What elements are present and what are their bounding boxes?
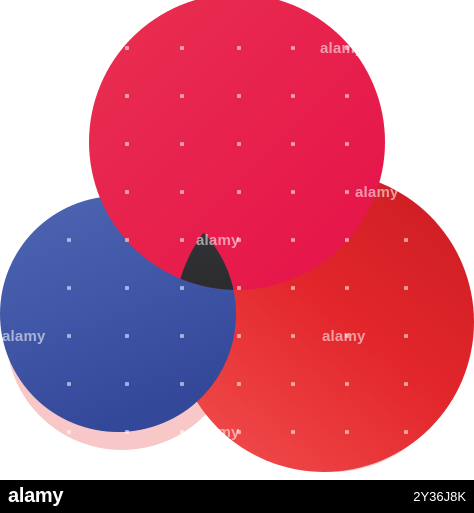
venn-diagram [0, 0, 474, 472]
footer-brand: alamy [8, 485, 64, 507]
top-circle [89, 0, 385, 290]
footer-bar: alamy 2Y36J8K [0, 480, 474, 513]
venn-svg [0, 0, 474, 472]
footer-image-id: 2Y36J8K [413, 489, 466, 504]
